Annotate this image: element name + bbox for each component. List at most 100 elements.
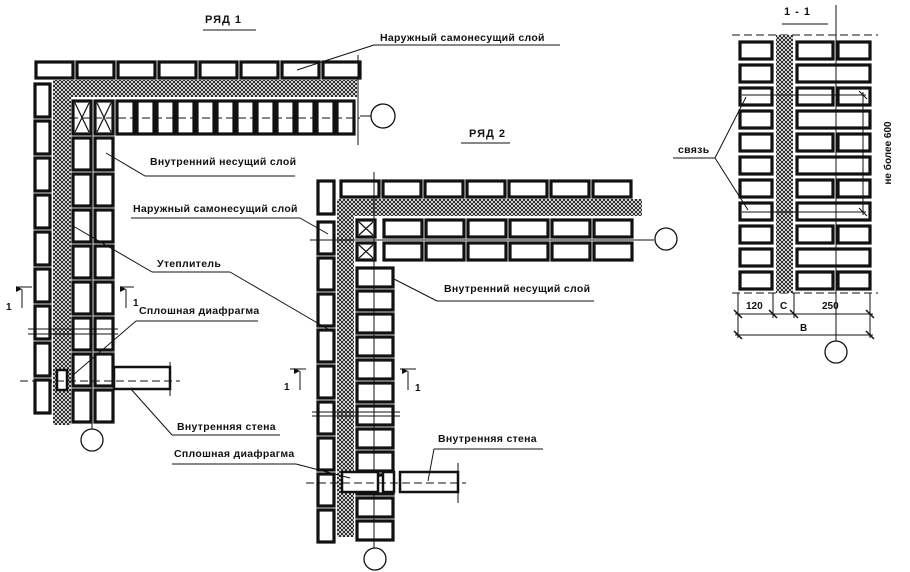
brick xyxy=(795,247,872,268)
brick xyxy=(93,388,115,424)
section-spacing-tick-top xyxy=(858,90,868,100)
row2-label-outer-layer: Наружный самонесущий слой xyxy=(133,203,298,215)
row1-label-outer-layer: Наружный самонесущий слой xyxy=(380,32,545,44)
brick xyxy=(71,280,93,316)
brick xyxy=(795,40,835,61)
brick xyxy=(93,280,115,316)
brick xyxy=(33,230,52,267)
row1-label-insulation: Утеплитель xyxy=(157,258,221,270)
row2-inner-bricks-vertical xyxy=(355,266,395,542)
brick xyxy=(316,436,336,472)
row2-title: РЯД 2 xyxy=(469,128,506,140)
brick xyxy=(93,208,115,244)
brick xyxy=(33,119,52,156)
brick xyxy=(116,60,157,80)
brick xyxy=(316,220,336,256)
row1-leader-outer xyxy=(296,44,375,71)
brick xyxy=(738,86,774,107)
section-tie-label: связь xyxy=(678,144,710,156)
row1-axis-marker-bottom xyxy=(80,428,104,452)
brick xyxy=(592,218,634,239)
brick xyxy=(71,172,93,208)
brick xyxy=(795,109,872,130)
brick xyxy=(738,178,774,199)
brick xyxy=(550,218,592,239)
brick xyxy=(71,352,93,388)
svg-text:1: 1 xyxy=(6,302,12,313)
brick xyxy=(33,341,52,378)
brick xyxy=(33,304,52,341)
row1-title: РЯД 1 xyxy=(205,14,242,26)
row1-leader-insulation xyxy=(72,225,153,273)
dim-total: В xyxy=(800,323,807,334)
brick xyxy=(738,270,774,291)
row1-label-diaphragm: Сплошная диафрагма xyxy=(139,305,260,317)
row2-inner-bricks-horizontal xyxy=(355,218,634,262)
brick xyxy=(466,218,508,239)
section-insulation xyxy=(776,35,793,293)
brick xyxy=(424,218,466,239)
row1-label-inner-layer: Внутренний несущий слой xyxy=(150,156,296,168)
brick xyxy=(738,109,774,130)
row2-label-diaphragm: Сплошная диафрагма xyxy=(174,448,295,460)
row1-insulation-horizontal xyxy=(53,80,357,97)
brick xyxy=(423,179,465,199)
row1-plan: РЯД 1 1 xyxy=(6,14,560,452)
brick xyxy=(355,381,395,404)
row2-insulation-vertical xyxy=(337,199,354,537)
dim-outer: 120 xyxy=(746,301,763,312)
dim-ticks xyxy=(733,309,875,340)
cut-brick-cross xyxy=(358,244,374,259)
brick xyxy=(93,172,115,208)
brick xyxy=(355,427,395,450)
brick xyxy=(795,132,835,153)
row1-outer-bricks-horizontal xyxy=(34,60,362,80)
brick xyxy=(836,178,872,199)
row2-insulation-horizontal xyxy=(337,199,642,216)
dim-inner: 250 xyxy=(822,301,839,312)
brick xyxy=(316,328,336,364)
brick xyxy=(33,267,52,304)
brick xyxy=(239,60,280,80)
brick xyxy=(836,270,872,291)
section-spacing-tick-bottom xyxy=(858,207,868,217)
brick xyxy=(34,60,75,80)
row2-leader-inner-wall xyxy=(427,448,435,482)
brick xyxy=(321,60,362,80)
brick xyxy=(738,40,774,61)
section-inner-bricks xyxy=(795,40,872,291)
row1-outer-bricks-vertical xyxy=(33,82,52,415)
row1-inner-wall xyxy=(112,365,172,391)
brick xyxy=(75,60,116,80)
brick xyxy=(339,179,381,199)
brick xyxy=(71,208,93,244)
row1-leader-diaphragm xyxy=(71,320,137,377)
row2-leader-diaphragm xyxy=(295,463,351,479)
brick xyxy=(71,136,93,172)
brick xyxy=(71,388,93,424)
section-title: 1 - 1 xyxy=(784,6,811,18)
brick xyxy=(424,241,466,262)
brick xyxy=(508,241,550,262)
row1-label-inner-wall: Внутренняя стена xyxy=(177,421,276,433)
brick xyxy=(795,270,835,291)
section-axis-marker xyxy=(824,340,848,364)
row2-outer-bricks-horizontal xyxy=(316,179,633,216)
svg-text:1: 1 xyxy=(415,383,421,394)
brick xyxy=(550,241,592,262)
brick xyxy=(316,364,336,400)
section-outer-bricks xyxy=(738,40,774,291)
brick xyxy=(316,472,336,508)
brick xyxy=(592,241,634,262)
brick xyxy=(198,60,239,80)
brick xyxy=(93,244,115,280)
brick xyxy=(316,400,336,436)
brick xyxy=(738,63,774,84)
row1-insulation-vertical xyxy=(53,80,71,425)
brick xyxy=(355,496,395,519)
row1-leader-inner-wall xyxy=(129,387,173,436)
row2-leader-insulation xyxy=(229,271,334,333)
row2-leader-outer xyxy=(299,217,329,235)
row2-label-inner-wall: Внутренняя стена xyxy=(438,433,537,445)
